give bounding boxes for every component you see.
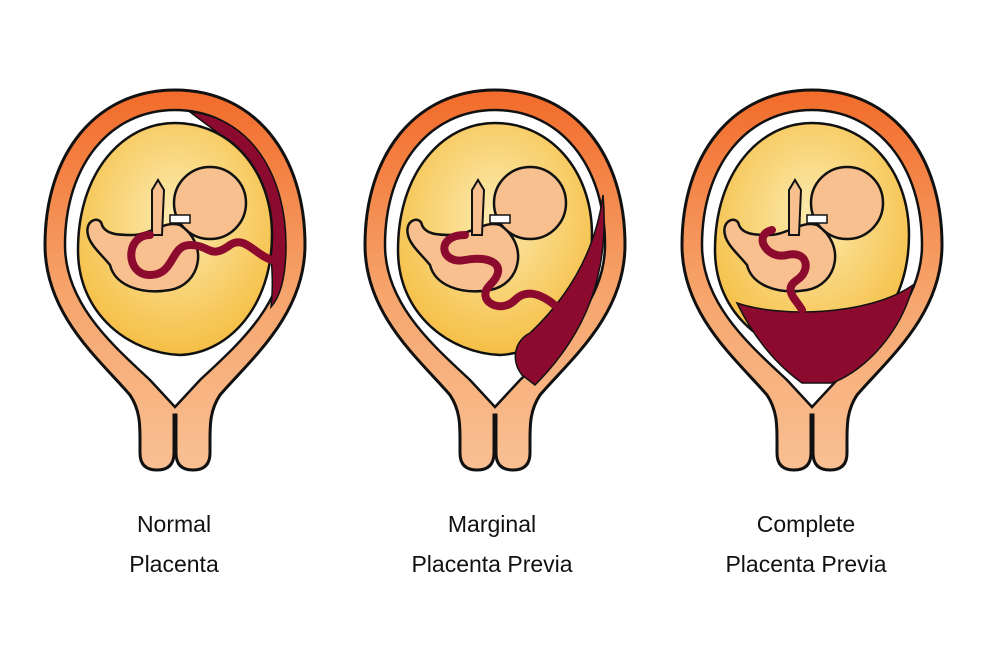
umbilical-cord	[758, 226, 810, 314]
label-line-1: Marginal	[447, 511, 537, 537]
label-line-2: Placenta Previa	[725, 551, 887, 577]
umbilical-cord	[440, 231, 564, 314]
label-marginal-placenta-previa: Marginal Placenta Previa	[342, 504, 642, 584]
label-line-2: Placenta	[129, 551, 219, 577]
umbilical-cord	[127, 231, 276, 280]
placenta	[514, 194, 605, 386]
label-complete-placenta-previa: Complete Placenta Previa	[656, 504, 956, 584]
placenta	[735, 283, 915, 384]
figure-normal-placenta	[43, 88, 307, 472]
label-line-1: Normal	[136, 511, 212, 537]
figure-marginal-placenta-previa	[363, 88, 627, 472]
label-normal-placenta: Normal Placenta	[24, 504, 324, 584]
label-line-1: Complete	[756, 511, 856, 537]
label-line-2: Placenta Previa	[411, 551, 573, 577]
figure-complete-placenta-previa	[680, 88, 944, 472]
